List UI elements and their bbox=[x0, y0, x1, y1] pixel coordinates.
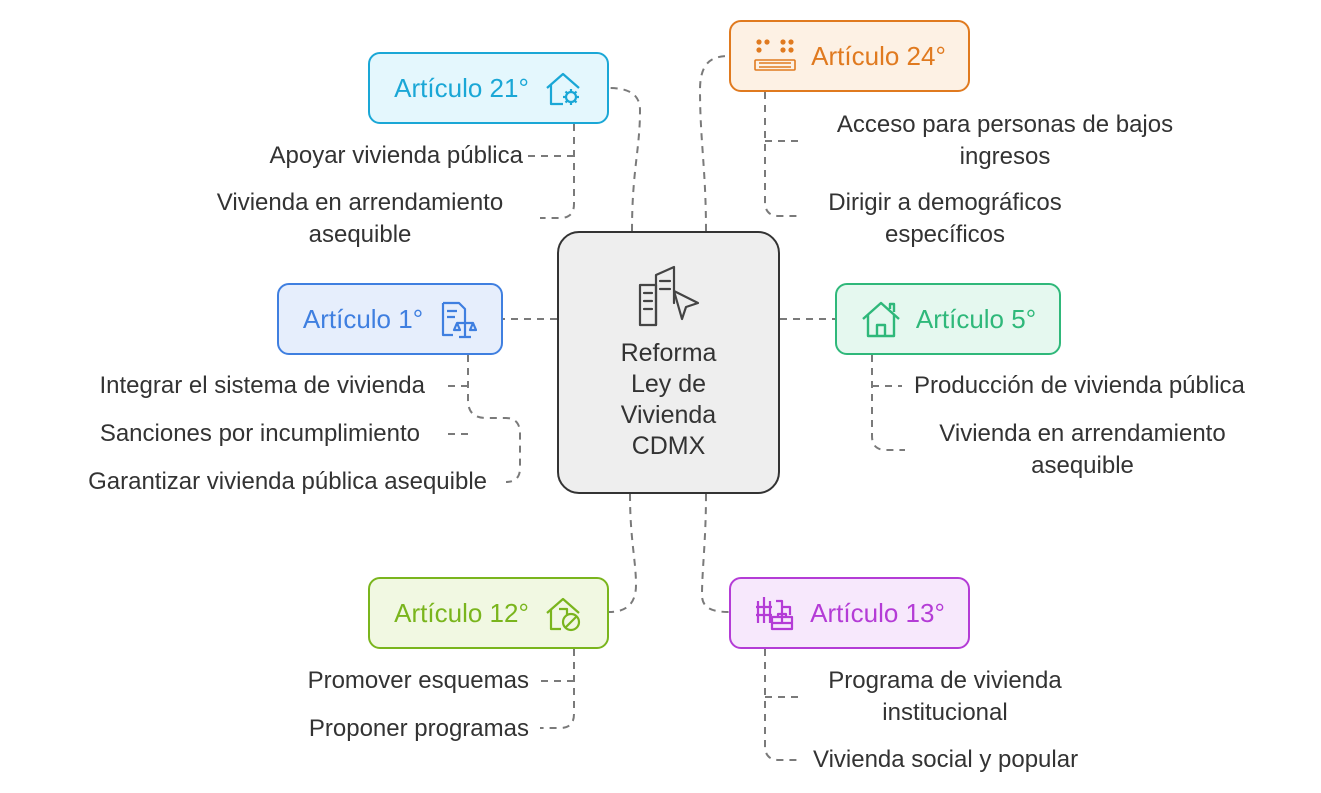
article-1-node[interactable]: Artículo 1° bbox=[277, 283, 503, 355]
article-12-label: Artículo 12° bbox=[394, 597, 529, 628]
article-24-item-1: Acceso para personas de bajos ingresos bbox=[836, 111, 1174, 170]
article-13-item-2: Vivienda social y popular bbox=[813, 746, 1079, 773]
article-1-item-2: Sanciones por incumplimiento bbox=[99, 420, 420, 447]
article-13-node[interactable]: Artículo 13° bbox=[729, 577, 970, 649]
article-12-item-2: Proponer programas bbox=[308, 715, 529, 742]
institution-icon bbox=[754, 593, 796, 633]
braille-icon bbox=[753, 36, 797, 76]
article-12-node[interactable]: Artículo 12° bbox=[368, 577, 609, 649]
building-cursor-icon bbox=[634, 263, 704, 332]
article-1-item-3: Garantizar vivienda pública asequible bbox=[88, 468, 487, 495]
article-5-item-2: Vivienda en arrendamiento asequible bbox=[939, 420, 1226, 479]
article-21-item-1: Apoyar vivienda pública bbox=[269, 142, 524, 169]
house-icon bbox=[860, 299, 902, 339]
article-21-node[interactable]: Artículo 21° bbox=[368, 52, 609, 124]
article-24-node[interactable]: Artículo 24° bbox=[729, 20, 970, 92]
center-title: Reforma Ley de Vivienda CDMX bbox=[620, 339, 717, 460]
article-12-item-1: Promover esquemas bbox=[307, 667, 529, 694]
article-5-item-1: Producción de vivienda pública bbox=[914, 372, 1245, 399]
article-13-item-1: Programa de vivienda institucional bbox=[828, 667, 1062, 726]
article-21-item-2: Vivienda en arrendamiento asequible bbox=[216, 189, 504, 248]
article-5-node[interactable]: Artículo 5° bbox=[835, 283, 1061, 355]
article-21-label: Artículo 21° bbox=[394, 72, 529, 103]
article-24-label: Artículo 24° bbox=[811, 40, 946, 71]
article-1-label: Artículo 1° bbox=[302, 303, 424, 334]
article-5-label: Artículo 5° bbox=[915, 303, 1037, 334]
article-1-item-1: Integrar el sistema de vivienda bbox=[99, 372, 426, 399]
article-24-item-2: Dirigir a demográficos específicos bbox=[828, 189, 1062, 248]
article-13-label: Artículo 13° bbox=[810, 597, 945, 628]
center-node: Reforma Ley de Vivienda CDMX bbox=[557, 231, 780, 494]
house-gear-icon bbox=[543, 68, 583, 108]
house-prohibited-icon bbox=[543, 593, 583, 633]
document-scales-icon bbox=[437, 299, 478, 339]
